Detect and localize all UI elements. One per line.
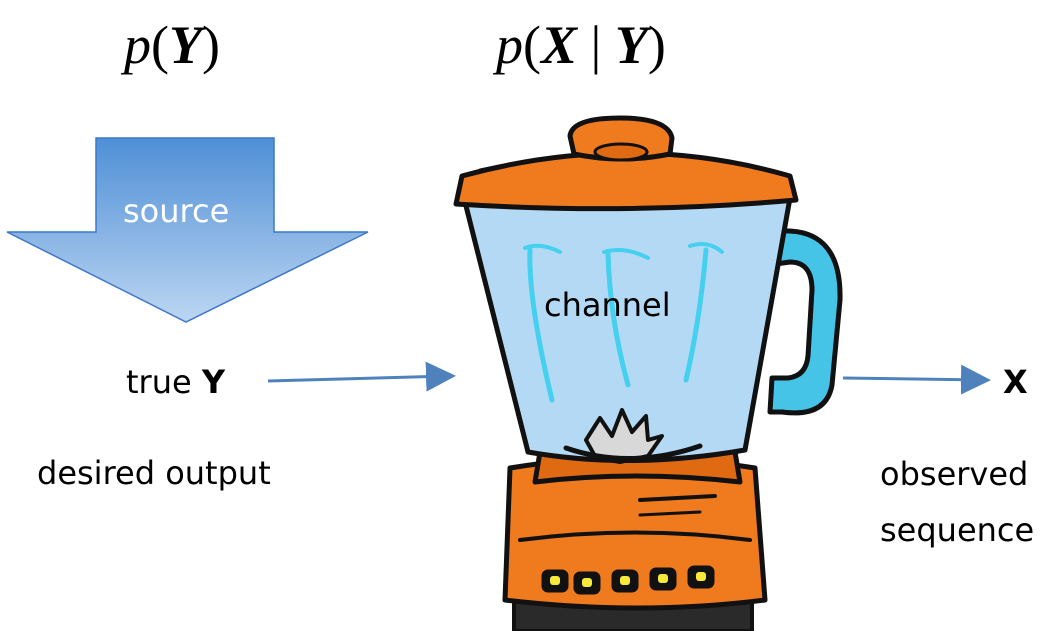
input-arrow bbox=[267, 361, 456, 392]
likelihood-func: p bbox=[496, 15, 523, 75]
true-y-prefix: true bbox=[126, 363, 192, 401]
channel-label: channel bbox=[544, 286, 671, 324]
down-arrow-icon bbox=[6, 137, 369, 323]
likelihood-var-y: Y bbox=[614, 15, 648, 75]
x-label: X bbox=[1003, 363, 1028, 401]
likelihood-var-x: X bbox=[540, 15, 578, 75]
output-arrow bbox=[842, 364, 991, 395]
prior-formula: p(Y) bbox=[124, 15, 220, 75]
observed-label: observed bbox=[880, 455, 1029, 493]
likelihood-sep: | bbox=[590, 15, 602, 75]
source-label: source bbox=[123, 192, 230, 230]
prior-var: Y bbox=[168, 15, 202, 75]
prior-func: p bbox=[124, 15, 151, 75]
likelihood-formula: p(X | Y) bbox=[496, 15, 666, 75]
sequence-label: sequence bbox=[880, 511, 1035, 549]
true-y-label: true Y bbox=[126, 366, 225, 398]
desired-output-label: desired output bbox=[37, 454, 271, 492]
blender-icon bbox=[453, 115, 843, 631]
true-y-var: Y bbox=[201, 363, 226, 401]
